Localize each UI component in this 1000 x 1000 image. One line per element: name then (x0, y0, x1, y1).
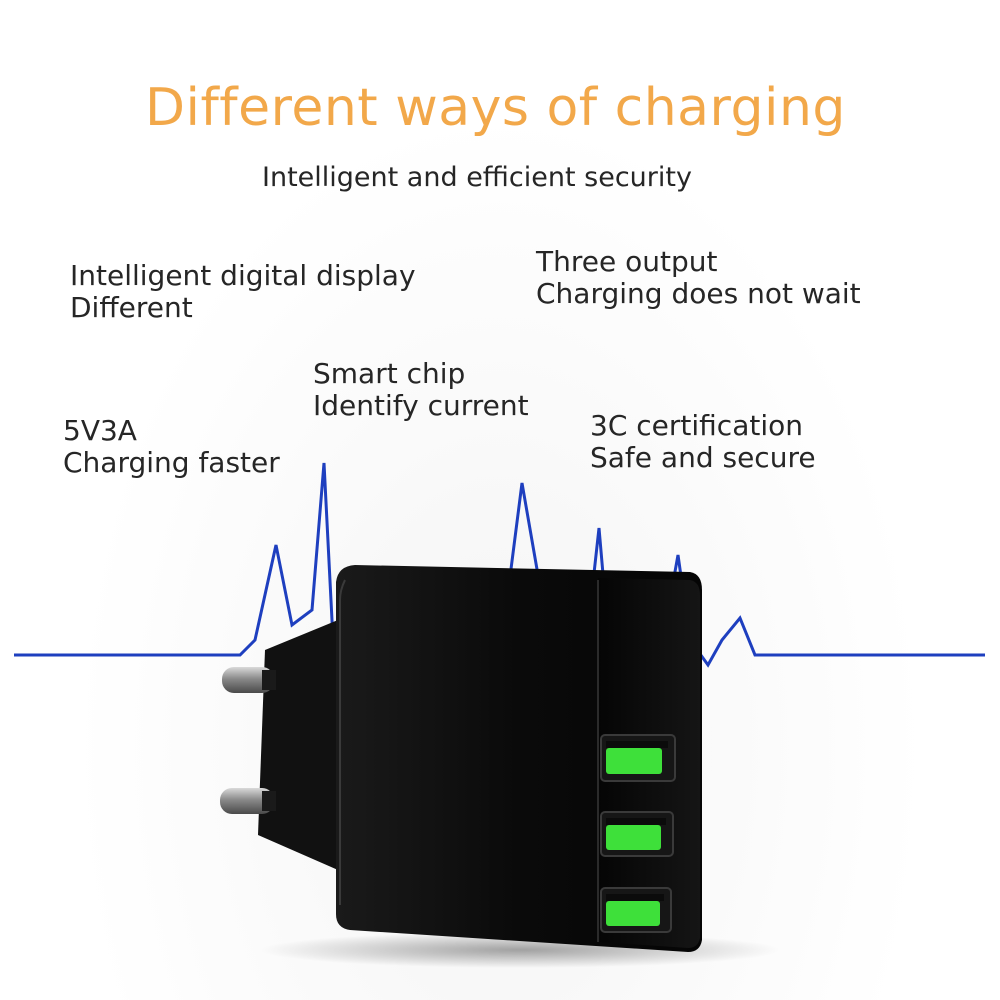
charger-edge-highlight (339, 579, 346, 905)
plug-pin-bottom (220, 788, 276, 814)
feature-three-output-line2: Charging does not wait (536, 277, 861, 310)
feature-digital-display-line2: Different (70, 291, 193, 324)
feature-three-output-line1: Three output (536, 245, 718, 278)
feature-fast-charging: 5V3A Charging faster (63, 415, 280, 479)
plug-pin-top (222, 667, 276, 693)
plug-base (258, 620, 338, 870)
feature-certification-line2: Safe and secure (590, 441, 816, 474)
feature-smart-chip-line1: Smart chip (313, 357, 466, 390)
usb-port-2 (600, 811, 674, 857)
feature-certification-line1: 3C certification (590, 409, 803, 442)
feature-smart-chip-line2: Identify current (313, 389, 529, 422)
feature-three-output: Three output Charging does not wait (536, 246, 861, 310)
headline: Different ways of charging (145, 78, 846, 138)
usb-port-3 (600, 887, 672, 933)
subheadline: Intelligent and efficient security (262, 162, 692, 193)
feature-fast-charging-line2: Charging faster (63, 446, 280, 479)
feature-digital-display-line1: Intelligent digital display (70, 259, 416, 292)
feature-fast-charging-line1: 5V3A (63, 414, 137, 447)
feature-smart-chip: Smart chip Identify current (313, 358, 529, 422)
usb-port-1 (600, 734, 676, 782)
feature-digital-display: Intelligent digital display Different (70, 260, 416, 324)
feature-certification: 3C certification Safe and secure (590, 410, 816, 474)
